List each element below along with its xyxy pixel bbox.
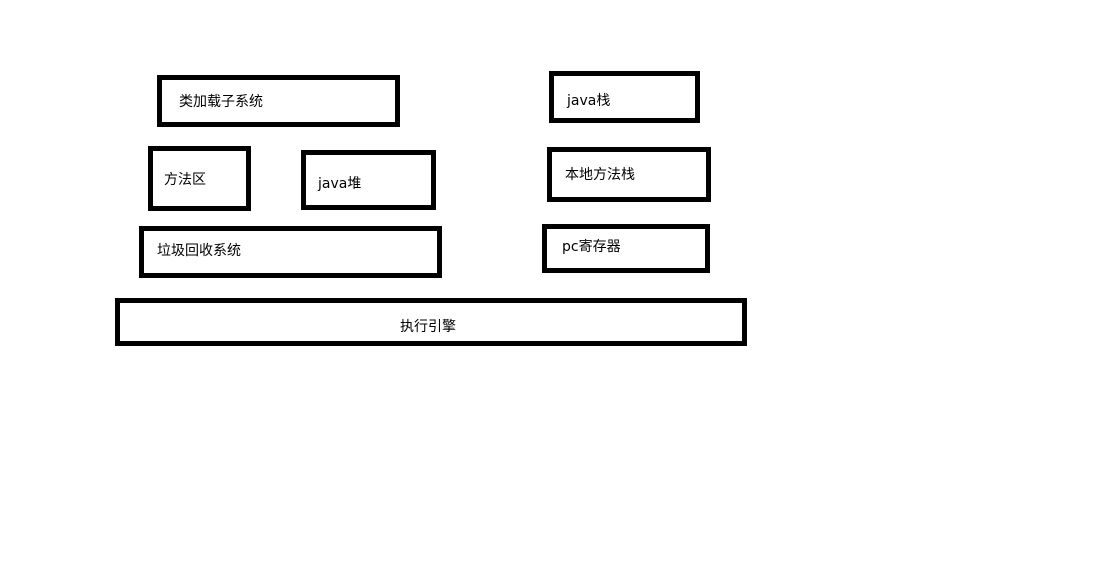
native-method-stack-label: 本地方法栈: [565, 167, 635, 183]
java-heap-box: java堆: [301, 150, 436, 210]
java-stack-box: java栈: [549, 71, 700, 123]
pc-register-label: pc寄存器: [562, 239, 621, 255]
pc-register-box: pc寄存器: [542, 224, 710, 273]
method-area-box: 方法区: [148, 146, 251, 211]
class-loader-box: 类加载子系统: [157, 75, 400, 127]
class-loader-label: 类加载子系统: [179, 94, 263, 110]
method-area-label: 方法区: [164, 172, 206, 188]
java-heap-label: java堆: [318, 176, 362, 192]
gc-system-box: 垃圾回收系统: [139, 226, 442, 278]
execution-engine-label: 执行引擎: [400, 319, 456, 335]
native-method-stack-box: 本地方法栈: [547, 147, 711, 202]
gc-system-label: 垃圾回收系统: [157, 243, 241, 259]
execution-engine-box: 执行引擎: [115, 298, 747, 346]
java-stack-label: java栈: [567, 93, 611, 109]
